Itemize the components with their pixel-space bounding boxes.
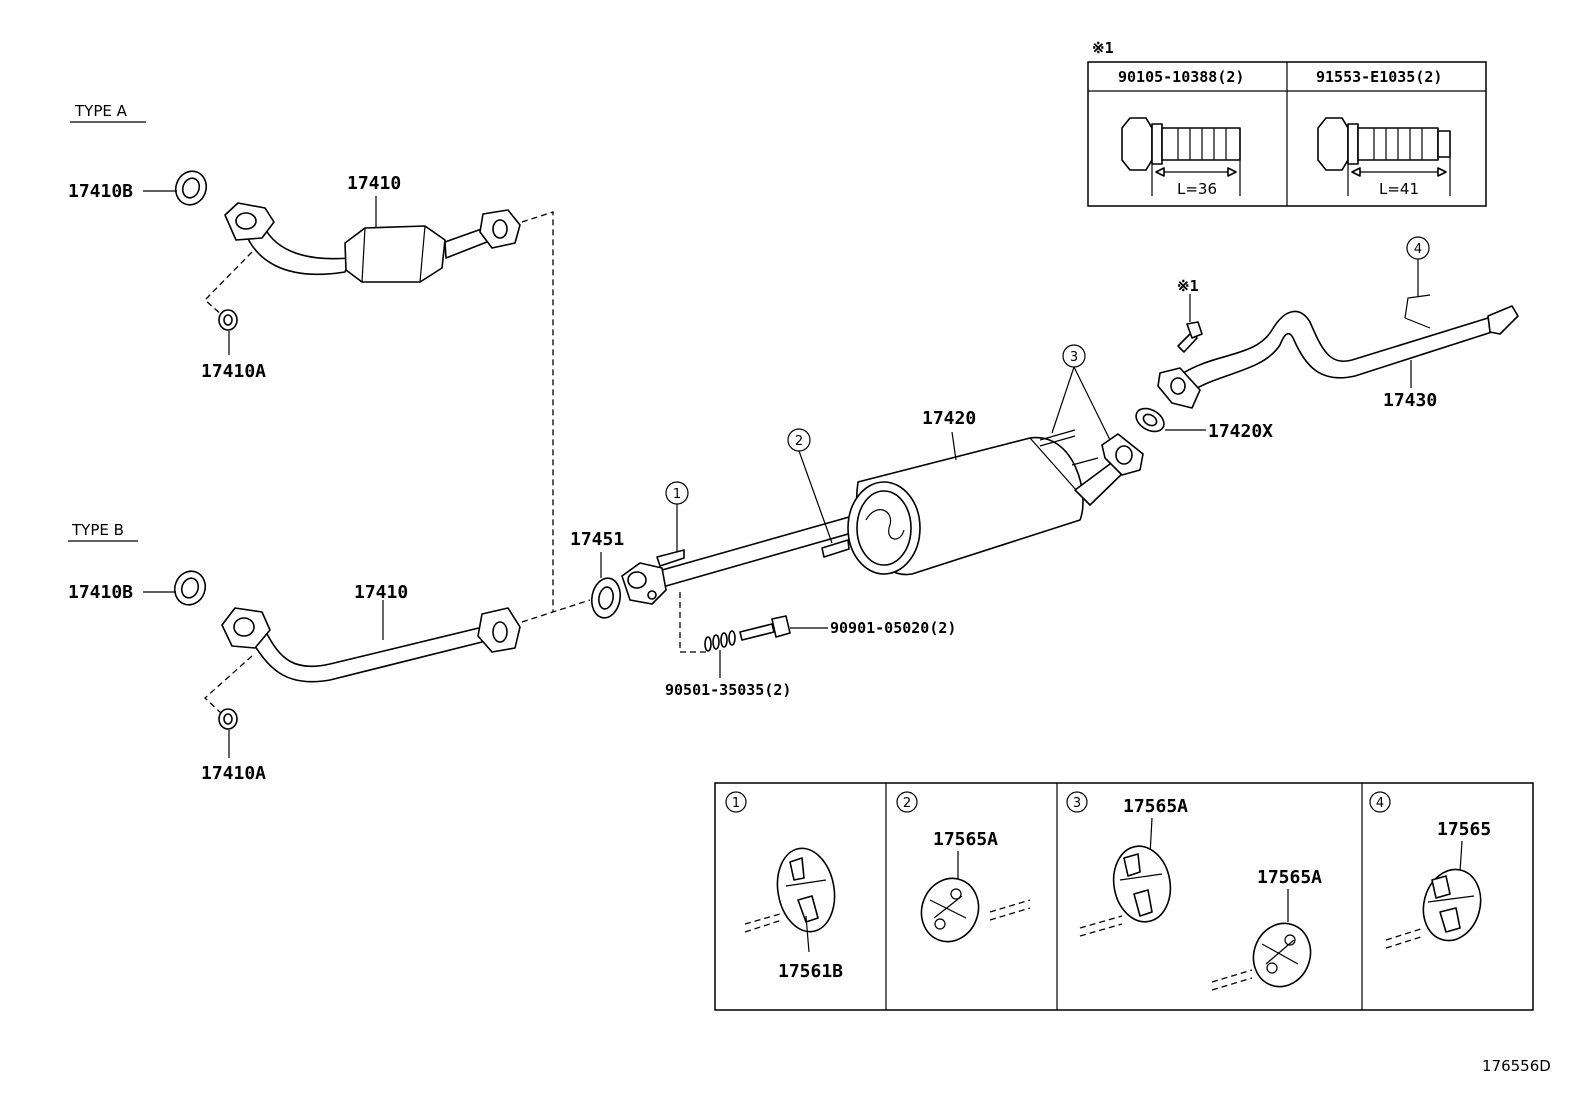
- center-muffler-assembly[interactable]: [621, 429, 1144, 605]
- label-a-gasket: 17410B: [68, 181, 133, 202]
- hanger-cell-4-part: 17565: [1437, 819, 1491, 840]
- hanger-17565a-cell3-a[interactable]: [1108, 842, 1176, 927]
- bolt-table-bolt1-drawing: [1121, 117, 1241, 196]
- hanger-cell-4-number: 4: [1376, 796, 1384, 811]
- hanger-cell-3-number: 3: [1073, 796, 1081, 811]
- hanger-cell-2: 2 17565A: [896, 791, 1031, 949]
- connector-type-a: [521, 211, 554, 612]
- callout-4: 4: [1406, 236, 1430, 296]
- type-a-heading: TYPE A: [74, 102, 128, 120]
- hanger-17561b[interactable]: [771, 844, 841, 936]
- callout-2: 2: [787, 428, 833, 544]
- label-b-pipe: 17410: [354, 582, 408, 603]
- callout-3: 3: [1051, 344, 1111, 441]
- hanger-cell-3-part-b: 17565A: [1257, 867, 1322, 888]
- bolt-table-col1-part: 90105-10388(2): [1118, 68, 1244, 86]
- type-b-front-pipe[interactable]: [221, 607, 521, 683]
- type-b-gasket[interactable]: [170, 567, 210, 609]
- connector-type-b: [521, 599, 591, 623]
- spring-90501[interactable]: [704, 630, 736, 652]
- hanger-cell-3-part-a: 17565A: [1123, 796, 1188, 817]
- gasket-17451[interactable]: [589, 576, 624, 620]
- hanger-17565[interactable]: [1416, 863, 1489, 947]
- label-a-pipe: 17410: [347, 173, 401, 194]
- bolt-table-title: ※1: [1092, 39, 1114, 57]
- hanger-cell-3: 3 17565A 17565A: [1066, 791, 1322, 994]
- callout-2-number: 2: [795, 434, 803, 449]
- bolt-table-col2-part: 91553-E1035(2): [1316, 68, 1442, 86]
- type-b-heading: TYPE B: [71, 521, 124, 539]
- label-a-nut: 17410A: [201, 361, 266, 382]
- callout-4-number: 4: [1414, 242, 1422, 257]
- tail-pipe[interactable]: [1157, 294, 1519, 409]
- callout-1-number: 1: [673, 487, 681, 502]
- label-b-nut: 17410A: [201, 763, 266, 784]
- bolt-90901[interactable]: [739, 615, 791, 641]
- bolt-table-col1-length: L=36: [1177, 180, 1217, 198]
- gasket-17420x[interactable]: [1132, 404, 1168, 436]
- hanger-17565a-cell2[interactable]: [913, 870, 988, 949]
- label-gasket-17451: 17451: [570, 529, 624, 550]
- hanger-cell-1-part: 17561B: [778, 961, 843, 982]
- type-b-nut[interactable]: [218, 708, 238, 730]
- bolt-guide-line: [679, 592, 706, 653]
- hanger-17565a-cell3-b[interactable]: [1245, 915, 1320, 994]
- bolt-table: ※1 90105-10388(2) 91553-E1035(2) L=36: [1087, 39, 1487, 207]
- label-spring: 90501-35035(2): [665, 681, 791, 699]
- diagram-id: 176556D: [1482, 1057, 1551, 1075]
- label-bolt-main: 90901-05020(2): [830, 619, 956, 637]
- hanger-table: 1 17561B 2 17565A: [714, 782, 1534, 1011]
- hanger-cell-4: 4 17565: [1369, 791, 1491, 949]
- hanger-cell-2-part: 17565A: [933, 829, 998, 850]
- label-gasket-17420x: 17420X: [1208, 421, 1273, 442]
- type-a-front-pipe[interactable]: [224, 202, 521, 283]
- bolt-ref-1[interactable]: [1177, 321, 1203, 353]
- hanger-cell-1-number: 1: [732, 796, 740, 811]
- callout-3-number: 3: [1070, 350, 1078, 365]
- hanger-cell-2-number: 2: [903, 796, 911, 811]
- type-b-group: TYPE B 17410B 17410 17410A: [68, 521, 521, 784]
- type-a-group: TYPE A 17410B 17410 1741: [68, 102, 521, 382]
- type-a-nut[interactable]: [218, 309, 238, 331]
- label-ref-1: ※1: [1177, 277, 1199, 295]
- label-tail-pipe: 17430: [1383, 390, 1437, 411]
- label-muffler: 17420: [922, 408, 976, 429]
- bolt-table-bolt2-drawing: [1317, 117, 1451, 196]
- callout-1: 1: [665, 481, 689, 552]
- bolt-table-col2-length: L=41: [1379, 180, 1419, 198]
- type-a-gasket[interactable]: [171, 167, 211, 209]
- label-b-gasket: 17410B: [68, 582, 133, 603]
- hanger-cell-1: 1 17561B: [725, 791, 843, 982]
